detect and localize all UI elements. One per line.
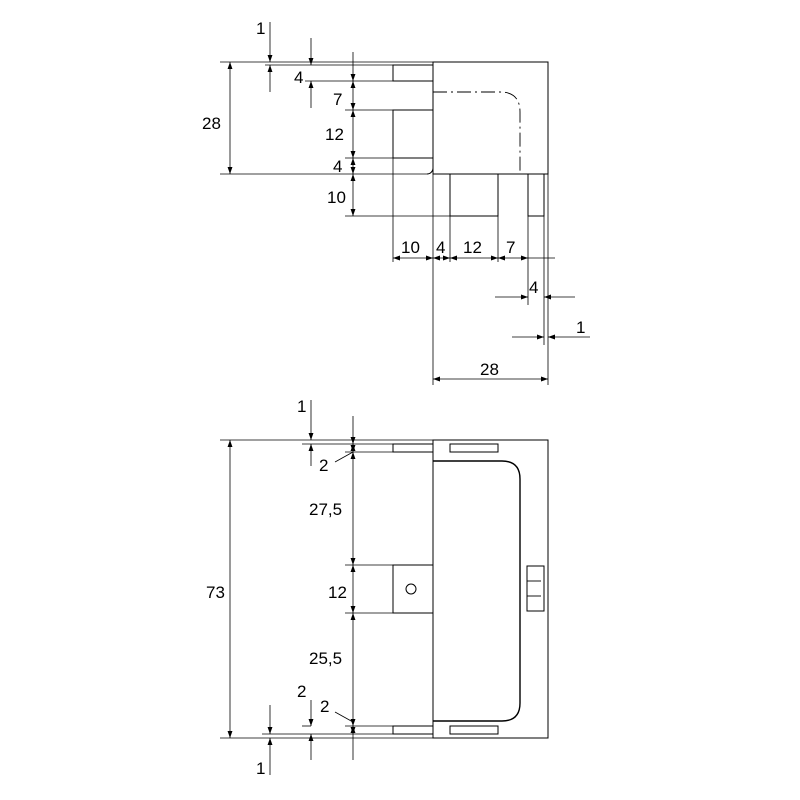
- dim-7-vertical: 7: [333, 90, 342, 109]
- dim-2-lower-inner: 2: [320, 697, 329, 716]
- mounting-hole: [405, 583, 417, 595]
- dim-73-height: 73: [206, 583, 225, 602]
- corner-notch: [426, 167, 434, 175]
- pin-middle-front: [392, 564, 434, 614]
- hidden-contour: [433, 91, 521, 174]
- side-pin: [526, 565, 545, 612]
- inner-contour: [433, 460, 521, 722]
- dim-2-upper: 2: [319, 456, 328, 475]
- dim-10-vertical: 10: [327, 188, 346, 207]
- pin-bottom-front: [392, 725, 434, 735]
- dim-4-top: 4: [294, 68, 303, 87]
- housing-outline-front: [432, 439, 549, 739]
- dim-2-lower-outer: 2: [297, 682, 306, 701]
- dim-1-offset: 1: [576, 318, 585, 337]
- pin-top-front: [392, 443, 434, 453]
- dim-10-horizontal: 10: [401, 238, 420, 257]
- dim-4-vertical: 4: [333, 157, 342, 176]
- dim-28-height: 28: [202, 114, 221, 133]
- pin-top-left: [392, 64, 434, 82]
- dim-7-horizontal: 7: [506, 238, 515, 257]
- dim-12-vertical: 12: [325, 125, 344, 144]
- pin-middle-left: [392, 109, 434, 159]
- dim-12-horizontal: 12: [463, 238, 482, 257]
- bottom-view: 73 1 2 27,5 12 25,5 2 2 1: [206, 397, 549, 778]
- dim-1-top-front: 1: [297, 397, 306, 416]
- dim-12-front: 12: [328, 583, 347, 602]
- dim-28-width: 28: [480, 360, 499, 379]
- dim-25-5: 25,5: [309, 649, 342, 668]
- pin-bottom-wide: [449, 173, 499, 217]
- top-view: 28 1 4 7 12 4 10 10 4 12 7 4: [202, 19, 590, 385]
- slot-bottom: [449, 725, 499, 735]
- dim-4-horizontal: 4: [436, 238, 445, 257]
- dim-27-5: 27,5: [309, 500, 342, 519]
- slot-top: [449, 443, 499, 453]
- dim-1-bottom-front: 1: [256, 759, 265, 778]
- pin-bottom-narrow: [527, 173, 545, 217]
- dim-4-pin: 4: [529, 278, 538, 297]
- housing-outline: [432, 61, 549, 175]
- dim-1-top: 1: [256, 19, 265, 38]
